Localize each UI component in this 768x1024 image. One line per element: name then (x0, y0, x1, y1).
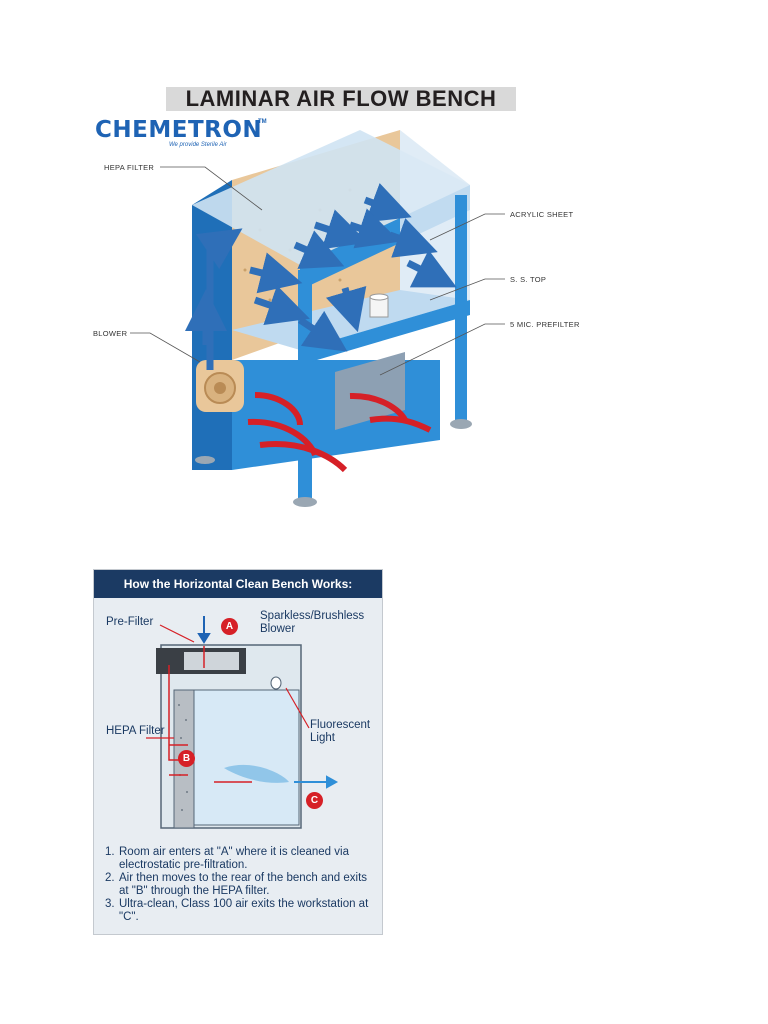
step-text: Ultra-clean, Class 100 air exits the wor… (119, 898, 369, 923)
label-pre-filter: Pre-Filter (106, 616, 154, 628)
marker-c: C (306, 792, 323, 809)
leg-front-right (455, 195, 467, 420)
airflow-red-arrows (247, 392, 432, 473)
step-item: 3. Ultra-clean, Class 100 air exits the … (105, 898, 377, 924)
blue-airflow (224, 764, 289, 783)
leg-front-left (298, 270, 312, 498)
blower-unit (196, 360, 244, 412)
label-fluorescent-light: Fluorescent Light (310, 719, 371, 744)
page-title: LAMINAR AIR FLOW BENCH (185, 86, 497, 111)
foot-back (195, 456, 215, 464)
steps-list: 1. Room air enters at "A" where it is cl… (105, 846, 377, 924)
exit-arrow (294, 775, 339, 789)
clean-bench-panel: How the Horizontal Clean Bench Works: Pr… (93, 569, 383, 935)
panel-leaders (146, 624, 310, 739)
chemetron-logo: CHEMETRON TM We provide Sterile Air (95, 117, 275, 151)
step-text: Air then moves to the rear of the bench … (119, 872, 368, 897)
title-banner: LAMINAR AIR FLOW BENCH (166, 86, 516, 111)
beaker-object (369, 293, 389, 318)
label-blower: Sparkless/Brushless Blower (260, 610, 365, 635)
clean-bench-diagram (146, 616, 339, 829)
fluorescent-light (270, 676, 282, 690)
work-area (193, 689, 300, 826)
logo-wordmark: CHEMETRON (95, 117, 263, 143)
callout-prefilter: 5 MIC. PREFILTER (510, 320, 580, 329)
step-item: 1. Room air enters at "A" where it is cl… (105, 846, 377, 872)
logo-tagline: We provide Sterile Air (169, 142, 227, 148)
marker-a: A (221, 618, 238, 635)
callout-acrylic-sheet: ACRYLIC SHEET (510, 210, 574, 219)
step-text: Room air enters at "A" where it is clean… (119, 846, 349, 871)
step-number: 3. (105, 898, 115, 910)
laminar-bench-illustration (130, 130, 505, 507)
step-number: 1. (105, 846, 115, 858)
panel-title: How the Horizontal Clean Bench Works: (123, 577, 353, 591)
callout-leaders (130, 166, 505, 376)
foot-right (450, 419, 472, 429)
foot-left (293, 497, 317, 507)
callout-ss-top: S. S. TOP (510, 275, 547, 284)
inlet-arrow (197, 616, 211, 644)
label-hepa-filter: HEPA Filter (106, 725, 165, 737)
callout-hepa-filter: HEPA FILTER (104, 163, 155, 172)
logo-trademark: TM (258, 119, 267, 125)
step-number: 2. (105, 872, 115, 884)
airflow-blue-arrows (185, 183, 457, 370)
marker-b: B (178, 750, 195, 767)
step-item: 2. Air then moves to the rear of the ben… (105, 872, 377, 898)
callout-blower: BLOWER (93, 329, 128, 338)
panel-header: How the Horizontal Clean Bench Works: (94, 570, 382, 598)
